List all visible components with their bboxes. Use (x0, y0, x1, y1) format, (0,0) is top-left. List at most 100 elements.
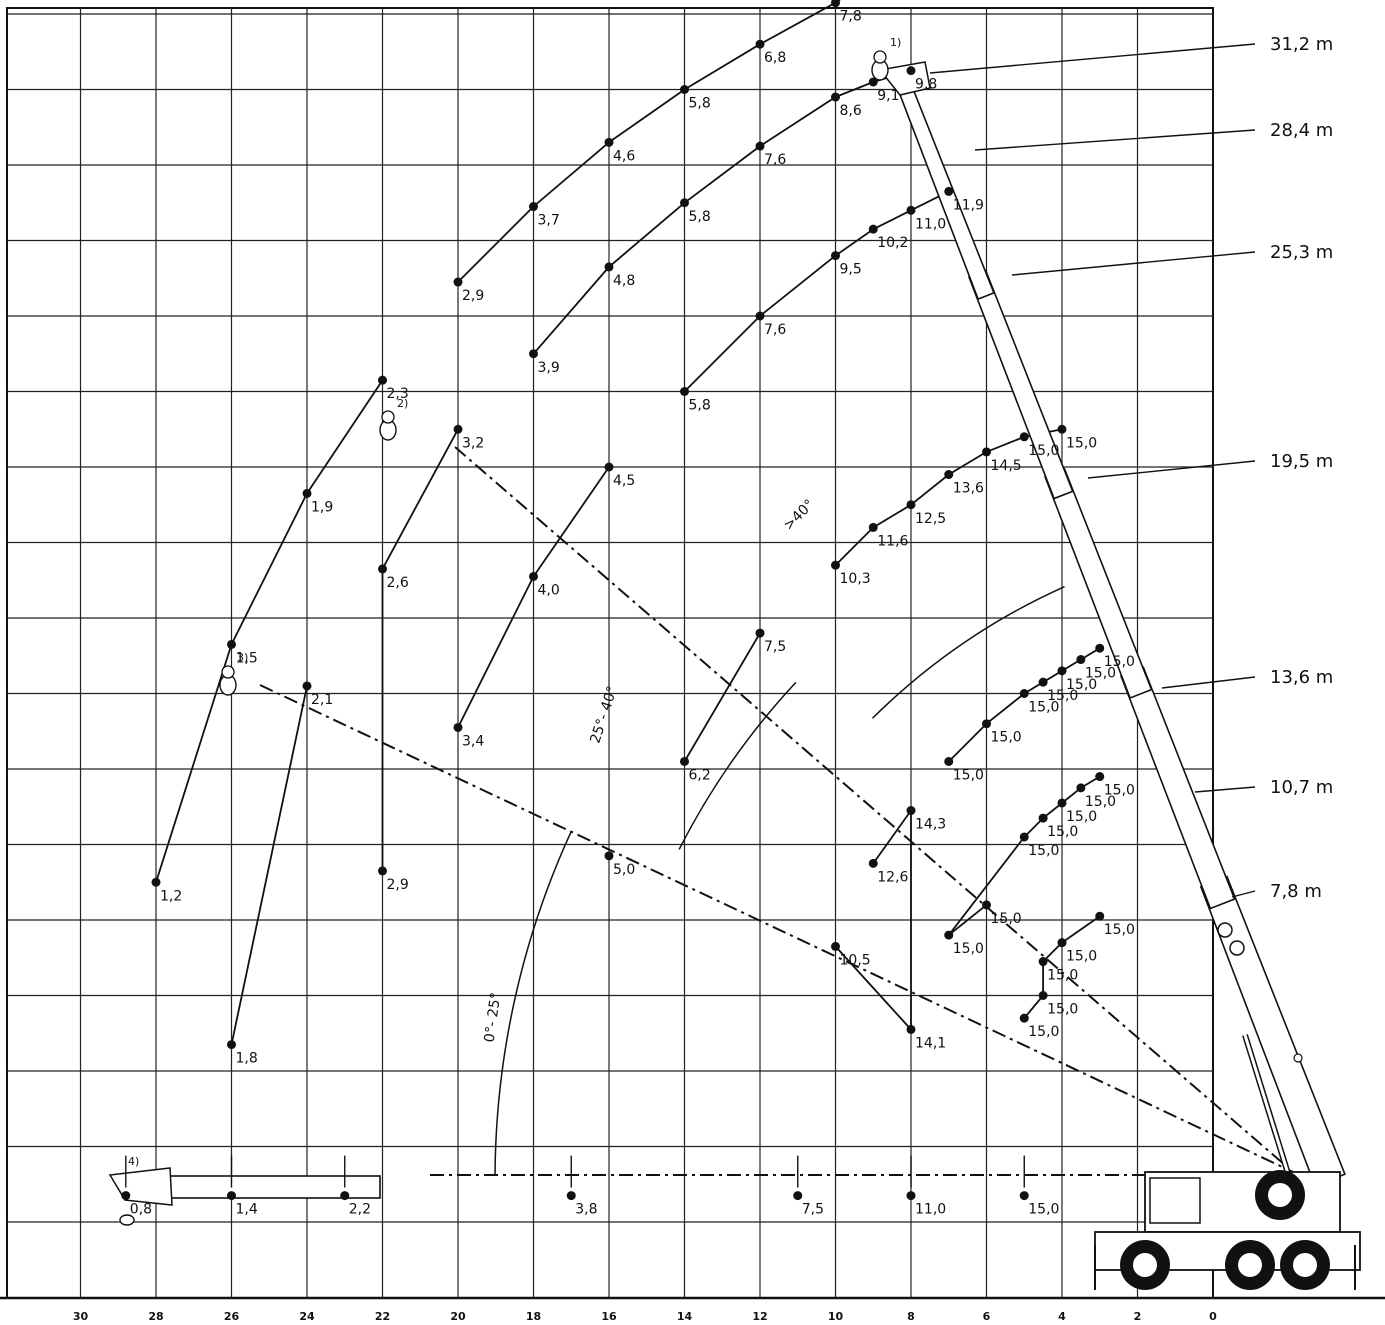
data-point (453, 277, 463, 287)
data-point (1038, 991, 1048, 1000)
wheel-hub (1268, 1183, 1292, 1207)
data-label: 15,0 (1104, 922, 1135, 938)
data-label: 15,0 (1047, 1002, 1078, 1018)
data-label: 15,0 (991, 911, 1022, 927)
angle-line-40 (454, 446, 1294, 1173)
data-point (906, 205, 916, 215)
x-tick-label: 2 (1134, 1310, 1142, 1323)
data-label: 4,0 (538, 582, 560, 598)
data-point (982, 719, 991, 729)
data-point (868, 858, 878, 868)
data-label: 2,3 (387, 386, 409, 402)
data-label: 2,1 (311, 692, 333, 708)
data-label: 7,5 (802, 1202, 824, 1218)
data-label: 13,6 (953, 481, 984, 497)
data-point (1076, 783, 1086, 793)
data-point (227, 1040, 236, 1050)
data-label: 9,5 (840, 262, 862, 278)
data-point (1057, 424, 1067, 434)
data-label: 2,6 (387, 575, 409, 591)
data-point (982, 900, 991, 910)
data-label: 15,0 (1085, 666, 1116, 682)
x-tick-label: 0 (1209, 1310, 1217, 1323)
data-point (529, 571, 538, 581)
data-point (944, 470, 954, 480)
boom-length-labels: 31,2 m28,4 m25,3 m19,5 m13,6 m10,7 m7,8 … (929, 34, 1333, 902)
data-point (1057, 666, 1067, 676)
data-label: 15,0 (1104, 654, 1135, 670)
data-label: 15,0 (1066, 949, 1097, 965)
data-point (755, 311, 765, 321)
x-tick-label: 6 (983, 1310, 991, 1323)
note-marker: 3) (237, 651, 248, 664)
boom-pin (1217, 922, 1233, 938)
data-label: 6,2 (689, 767, 711, 783)
boom-pin (1229, 940, 1245, 956)
angle-arc-40 (871, 586, 1065, 719)
data-point (868, 77, 878, 87)
data-label: 3,7 (538, 213, 560, 229)
data-label: 10,3 (840, 571, 871, 587)
data-point (151, 877, 161, 887)
load-curve (457, 0, 841, 283)
data-label: 3,9 (538, 360, 560, 376)
x-tick-label: 28 (148, 1310, 163, 1323)
note-markers: 1)2)3)4) (128, 36, 901, 1168)
data-label: 2,9 (462, 288, 484, 304)
data-label: 15,0 (1047, 968, 1078, 984)
data-point (227, 639, 236, 649)
data-point (1038, 677, 1048, 687)
angle-arc-0-25 (494, 831, 572, 1176)
data-label: 7,6 (764, 322, 786, 338)
boom-leader-line (1087, 460, 1256, 479)
data-point (831, 0, 840, 8)
data-label: 3,8 (575, 1202, 597, 1218)
data-label: 15,0 (991, 730, 1022, 746)
chart-frame (6, 7, 1214, 1299)
data-point (680, 387, 689, 396)
x-tick-label: 20 (450, 1310, 466, 1323)
x-tick-label: 26 (224, 1310, 240, 1323)
data-label: 1,2 (160, 888, 182, 904)
data-point (227, 1191, 236, 1201)
data-point (906, 500, 916, 510)
data-point (1019, 832, 1029, 842)
data-point (340, 1191, 350, 1201)
data-point (944, 930, 954, 940)
data-point (604, 462, 614, 472)
data-label: 9,8 (915, 77, 937, 93)
data-point (868, 224, 878, 234)
data-point (906, 66, 916, 76)
data-label: 14,3 (915, 817, 946, 833)
data-point (1019, 689, 1029, 698)
wheel-hub (1238, 1253, 1262, 1277)
data-label: 11,0 (915, 1202, 946, 1218)
load-curve (683, 632, 761, 762)
luffing-cylinder-inner (1243, 1034, 1292, 1181)
sheave (381, 410, 395, 424)
crane-drawing (108, 50, 1361, 1290)
wheel-hub (1133, 1253, 1157, 1277)
data-point (453, 722, 463, 732)
data-point (831, 251, 840, 261)
data-point (604, 262, 614, 272)
data-label: 5,0 (613, 862, 635, 878)
boom-section (892, 71, 995, 301)
data-point (793, 1191, 803, 1201)
boom-length-label: 10,7 m (1270, 777, 1333, 798)
data-points: 2,93,74,65,86,87,88,33,94,85,87,68,69,19… (121, 0, 1135, 1218)
data-label: 5,8 (689, 96, 711, 112)
data-point (1057, 798, 1067, 808)
chart-grid (0, 7, 1385, 1300)
data-label: 15,0 (1028, 700, 1059, 716)
data-label: 10,5 (840, 952, 871, 968)
data-label: 15,0 (953, 941, 984, 957)
data-label: 15,0 (1066, 809, 1097, 825)
boom-pin (1293, 1053, 1303, 1063)
data-label: 15,0 (1047, 824, 1078, 840)
data-point (566, 1191, 576, 1201)
data-label: 2,2 (349, 1202, 371, 1218)
data-point (868, 522, 878, 532)
data-label: 12,6 (877, 869, 908, 885)
data-label: 15,0 (1028, 443, 1059, 459)
